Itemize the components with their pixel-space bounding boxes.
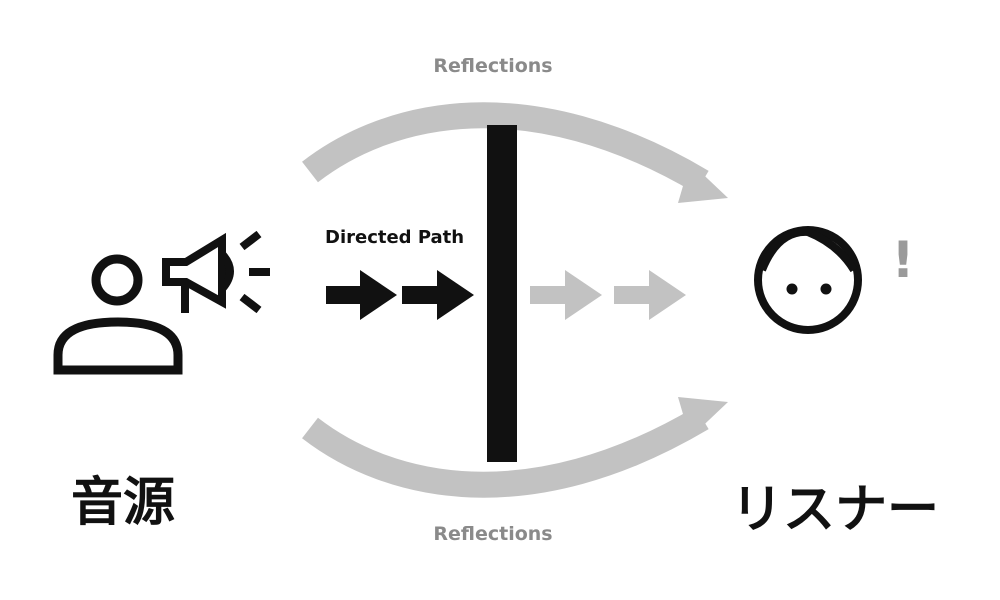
reflections-label-top: Reflections [433, 55, 552, 77]
directed-arrow-1 [326, 270, 397, 320]
directed-path-label: Directed Path [325, 227, 464, 248]
directed-arrow-2 [402, 270, 474, 320]
attenuated-arrow-2 [614, 270, 686, 320]
attenuated-arrow-1 [530, 270, 602, 320]
reflection-arrow-top [302, 102, 728, 203]
megaphone-icon [162, 230, 270, 314]
source-label: 音源 [71, 473, 175, 533]
barrier-wall [487, 125, 517, 462]
reflections-label-bottom: Reflections [433, 523, 552, 545]
person-icon [53, 254, 183, 375]
reflection-arrow-bottom [302, 397, 728, 498]
listener-label: リスナー [731, 480, 939, 540]
face-icon [754, 226, 862, 334]
exclamation-mark: ! [892, 231, 915, 289]
